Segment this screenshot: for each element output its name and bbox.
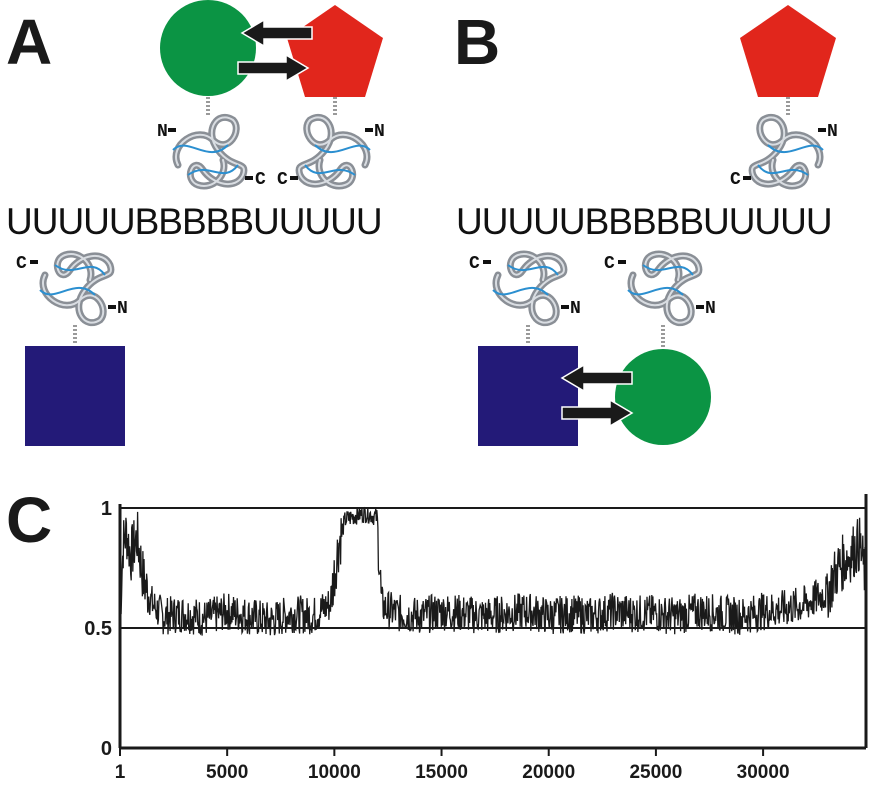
c-terminus-label: C bbox=[277, 170, 288, 190]
red-pentagon-icon bbox=[287, 5, 383, 97]
c-terminus-label: C bbox=[255, 170, 266, 190]
protein-ribbon-icon bbox=[752, 117, 823, 186]
n-terminus-label: N bbox=[117, 299, 128, 319]
y-tick-label: 0.5 bbox=[84, 618, 112, 640]
n-terminus-label: N bbox=[705, 299, 716, 319]
panel-label-a: A bbox=[6, 6, 53, 78]
n-terminus-label: N bbox=[374, 122, 385, 142]
n-terminus-label: N bbox=[570, 299, 581, 319]
x-tick-label: 10000 bbox=[308, 762, 361, 783]
x-tick-label: 1 bbox=[115, 762, 126, 783]
panel-label-c: C bbox=[6, 484, 53, 556]
c-terminus-label: C bbox=[730, 170, 741, 190]
x-tick-label: 30000 bbox=[737, 762, 790, 783]
panel-label-b: B bbox=[454, 6, 501, 78]
c-terminus-label: C bbox=[604, 254, 615, 274]
c-terminus-label: C bbox=[469, 254, 480, 274]
x-tick-label: 5000 bbox=[206, 762, 248, 783]
y-tick-label: 0 bbox=[101, 738, 112, 760]
x-tick-label: 20000 bbox=[522, 762, 575, 783]
x-tick-label: 25000 bbox=[629, 762, 682, 783]
c-terminus-label: C bbox=[16, 254, 27, 274]
red-pentagon-icon bbox=[740, 5, 836, 97]
green-circle-icon bbox=[160, 0, 256, 96]
navy-square-icon bbox=[478, 346, 578, 446]
sequence-a: UUUUUBBBBBUUUUU bbox=[6, 201, 383, 242]
protein-ribbon-icon bbox=[493, 254, 564, 323]
x-tick-label: 15000 bbox=[415, 762, 468, 783]
series-line bbox=[119, 506, 867, 636]
protein-ribbon-icon bbox=[299, 117, 370, 186]
protein-ribbon-icon bbox=[40, 254, 111, 323]
sequence-b: UUUUUBBBBBUUUUU bbox=[456, 201, 833, 242]
protein-ribbon-icon bbox=[628, 254, 699, 323]
green-circle-icon bbox=[615, 349, 711, 445]
navy-square-icon bbox=[25, 346, 125, 446]
n-terminus-label: N bbox=[157, 122, 168, 142]
protein-ribbon-icon bbox=[173, 117, 244, 186]
y-tick-label: 1 bbox=[101, 498, 112, 520]
n-terminus-label: N bbox=[827, 122, 838, 142]
